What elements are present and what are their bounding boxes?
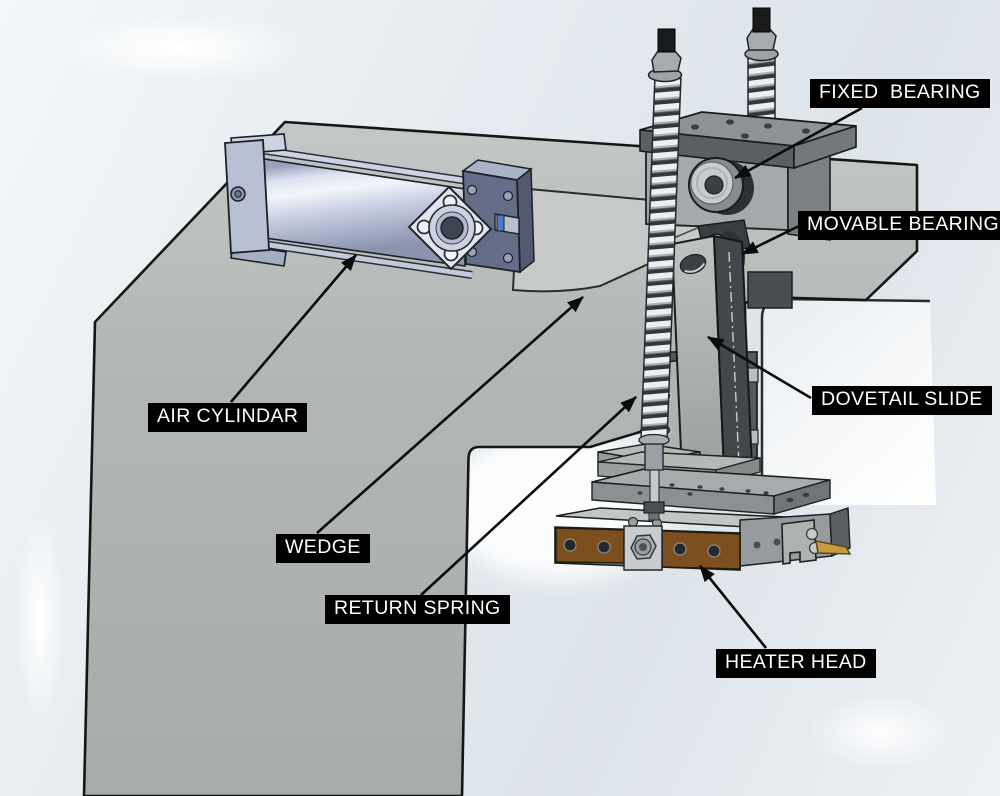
cylinder-flange — [407, 185, 493, 271]
label-wedge: WEDGE — [276, 534, 370, 563]
return-spring-lower-rod — [638, 433, 670, 521]
rod-blue-band — [496, 214, 505, 232]
arrow-heater-head — [698, 565, 768, 649]
strip-bolts — [563, 538, 721, 558]
return-spring-top-cap — [657, 28, 676, 53]
flange-center-hole — [440, 216, 464, 240]
spring-top-cap — [752, 7, 771, 33]
cylinder-left-cap — [224, 133, 287, 267]
brass-tip — [815, 540, 852, 555]
label-heater-head: HEATER HEAD — [716, 649, 876, 678]
fixed-roller-hole — [704, 175, 724, 195]
heater-head-block — [554, 507, 852, 571]
label-return-spring: RETURN SPRING — [325, 595, 510, 624]
arrow-movable-bearing — [741, 224, 800, 256]
arrow-air-cylinder — [230, 254, 357, 403]
arrow-return-spring — [420, 396, 637, 596]
column-hole — [679, 253, 707, 275]
tie-rods — [253, 145, 473, 279]
arrow-wedge — [316, 296, 584, 534]
return-spring-hex-nut — [651, 49, 682, 73]
label-movable-bearing: MOVABLE BEARING — [798, 211, 1000, 240]
top-plate-bolt-holes — [691, 119, 810, 139]
rail-centerline — [728, 251, 740, 465]
top-spring — [744, 7, 779, 121]
arrow-dovetail-slide — [707, 335, 812, 400]
cylinder-right-cap — [461, 159, 535, 274]
label-fixed-bearing: FIXED BEARING — [810, 79, 990, 108]
heater-center-fitting — [623, 525, 663, 571]
cap-bolts — [466, 184, 514, 264]
label-air-cylinder: AIR CYLINDAR — [148, 403, 308, 432]
air-cylinder — [224, 133, 535, 279]
return-spring — [638, 28, 683, 521]
callout-arrows — [230, 106, 863, 649]
label-dovetail-slide: DOVETAIL SLIDE — [812, 386, 992, 415]
arrow-fixed-bearing — [734, 106, 863, 180]
